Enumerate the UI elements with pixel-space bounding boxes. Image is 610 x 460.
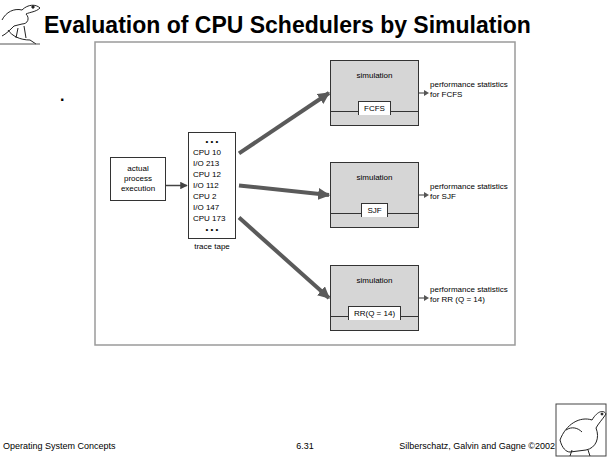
scheduler-name: RR(Q = 14)	[348, 306, 401, 320]
process-outline: actual process execution	[110, 157, 166, 201]
trace-entry: CPU 12	[193, 169, 231, 180]
trace-entry: • • •	[193, 224, 231, 235]
scheduler-name: FCFS	[358, 101, 391, 115]
page-number: 6.31	[285, 441, 325, 452]
trace-entry: CPU 173	[193, 213, 231, 224]
result-label: performance statistics for RR (Q = 14)	[430, 285, 510, 304]
dinosaur-clipart	[556, 404, 606, 456]
scheduler-slot: FCFS	[335, 111, 414, 125]
trace-entry: I/O 112	[193, 180, 231, 191]
simulation-box: simulationFCFS	[330, 60, 419, 126]
result-arrows	[419, 90, 429, 301]
simulation-box: simulationRR(Q = 14)	[330, 265, 419, 331]
dinosaur-clipart	[0, 5, 40, 44]
tape-outline: • • •CPU 10I/O 213CPU 12I/O 112CPU 2I/O …	[188, 132, 236, 239]
result-label: performance statistics for FCFS	[430, 80, 510, 99]
simulation-outline: simulationRR(Q = 14)	[330, 265, 419, 331]
flow-arrow	[239, 93, 329, 153]
trace-entry: I/O 147	[193, 202, 231, 213]
scheduler-slot: SJF	[335, 213, 414, 227]
simulation-label: simulation	[356, 173, 392, 182]
flow-arrow	[166, 185, 187, 187]
scheduler-name: SJF	[361, 203, 387, 217]
figure-frame	[95, 42, 515, 345]
simulation-label: simulation	[356, 276, 392, 285]
trace-entry: • • •	[193, 136, 231, 147]
flow-arrow	[239, 186, 329, 196]
footer-text: Silberschatz, Galvin and Gagne ©2002	[370, 441, 555, 452]
simulation-outline: simulationFCFS	[330, 60, 419, 126]
scheduler-slot: RR(Q = 14)	[335, 316, 414, 330]
tape-caption: trace tape	[188, 242, 236, 251]
box-label: actual process execution	[113, 164, 163, 194]
result-label: performance statistics for SJF	[430, 182, 510, 201]
simulation-outline: simulationSJF	[330, 162, 419, 228]
trace-entry: CPU 10	[193, 147, 231, 158]
simulation-box: simulationSJF	[330, 162, 419, 228]
bullet-dot: .	[60, 86, 72, 105]
simulation-label: simulation	[356, 71, 392, 80]
trace-entry: I/O 213	[193, 158, 231, 169]
trace-tape: • • •CPU 10I/O 213CPU 12I/O 112CPU 2I/O …	[188, 132, 236, 251]
slide-title: Evaluation of CPU Schedulers by Simulati…	[44, 12, 531, 39]
flow-arrow	[239, 218, 329, 298]
trace-entry: CPU 2	[193, 191, 231, 202]
process-box: actual process execution	[110, 157, 166, 201]
footer-text: Operating System Concepts	[3, 441, 163, 452]
